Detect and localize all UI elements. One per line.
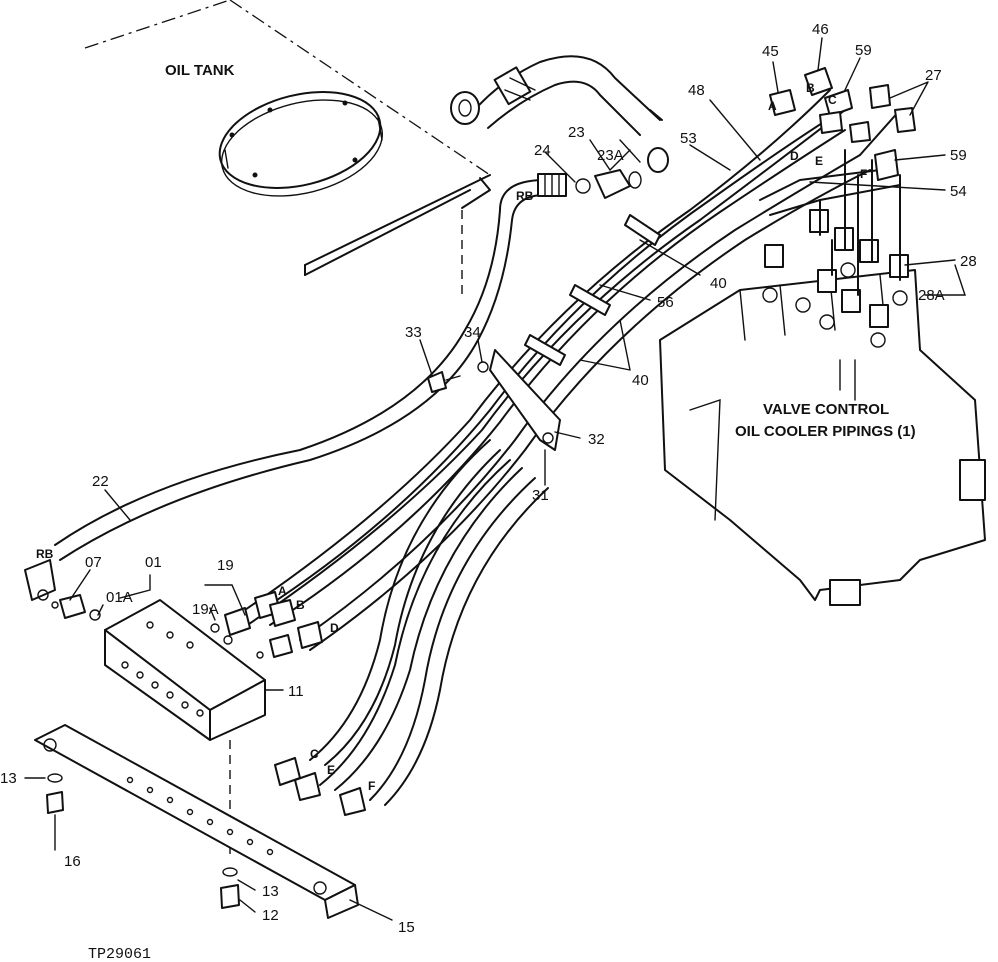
callouts: 45 46 59 27 48 53 23 23A 24 RB D E 59 54… (0, 21, 977, 936)
hose-bundle (229, 89, 901, 806)
fittings-left (51, 591, 366, 816)
callout-f-top: F (860, 167, 867, 181)
callout-33: 33 (405, 324, 422, 341)
callout-27: 27 (925, 67, 942, 84)
callout-12: 12 (262, 907, 279, 924)
callout-23: 23 (568, 124, 585, 141)
callout-f-bottom: F (368, 779, 375, 793)
callout-e-top: E (815, 154, 823, 168)
callout-53: 53 (680, 130, 697, 147)
callout-31: 31 (532, 487, 549, 504)
valve-label-line1: VALVE CONTROL (763, 401, 889, 418)
callout-a-left: A (278, 584, 287, 598)
callout-13-bottom: 13 (262, 883, 279, 900)
bracket (34, 724, 359, 919)
callout-d-left: D (330, 621, 339, 635)
callout-54: 54 (950, 183, 967, 200)
clamps (489, 214, 661, 451)
callout-e-bottom: E (327, 763, 335, 777)
callout-19: 19 (217, 557, 234, 574)
callout-13-left: 13 (0, 770, 17, 787)
callout-59-top: 59 (855, 42, 872, 59)
return-pipe (450, 55, 669, 173)
callout-d-top: D (790, 149, 799, 163)
callout-b-top: B (806, 81, 815, 95)
callout-c-top: C (828, 93, 837, 107)
callout-32: 32 (588, 431, 605, 448)
callout-46: 46 (812, 21, 829, 38)
valve-fittings (762, 209, 909, 348)
callout-28a: 28A (918, 287, 945, 304)
callout-b-left: B (296, 598, 305, 612)
leader-lines (24, 37, 966, 921)
figure-code: TP29061 (88, 946, 151, 962)
callout-28: 28 (960, 253, 977, 270)
callout-a-top: A (768, 99, 777, 113)
callout-59-right: 59 (950, 147, 967, 164)
callout-16: 16 (64, 853, 81, 870)
callout-11: 11 (288, 683, 304, 700)
callout-19a: 19A (192, 601, 219, 618)
rb-hose-22 (24, 169, 642, 601)
callout-40-upper: 40 (710, 275, 727, 292)
callout-15: 15 (398, 919, 415, 936)
callout-01: 01 (145, 554, 162, 571)
bolts (46, 361, 489, 909)
callout-34: 34 (464, 324, 481, 341)
valve-label-line2: OIL COOLER PIPINGS (1) (735, 423, 916, 440)
callout-rb-top: RB (516, 189, 534, 203)
callout-56: 56 (657, 294, 674, 311)
callout-45: 45 (762, 43, 779, 60)
callout-48: 48 (688, 82, 705, 99)
callout-c-bottom: C (310, 747, 319, 761)
callout-22: 22 (92, 473, 109, 490)
tank-cap (218, 91, 384, 197)
callout-01a: 01A (106, 589, 133, 606)
callout-40-lower: 40 (632, 372, 649, 389)
callout-rb-left: RB (36, 547, 54, 561)
oil-tank (84, 0, 491, 300)
control-valve (659, 67, 986, 606)
callout-24: 24 (534, 142, 551, 159)
callout-07: 07 (85, 554, 102, 571)
callout-23a: 23A (597, 147, 624, 164)
manifold-block (104, 599, 266, 860)
oil-tank-label: OIL TANK (165, 62, 235, 79)
